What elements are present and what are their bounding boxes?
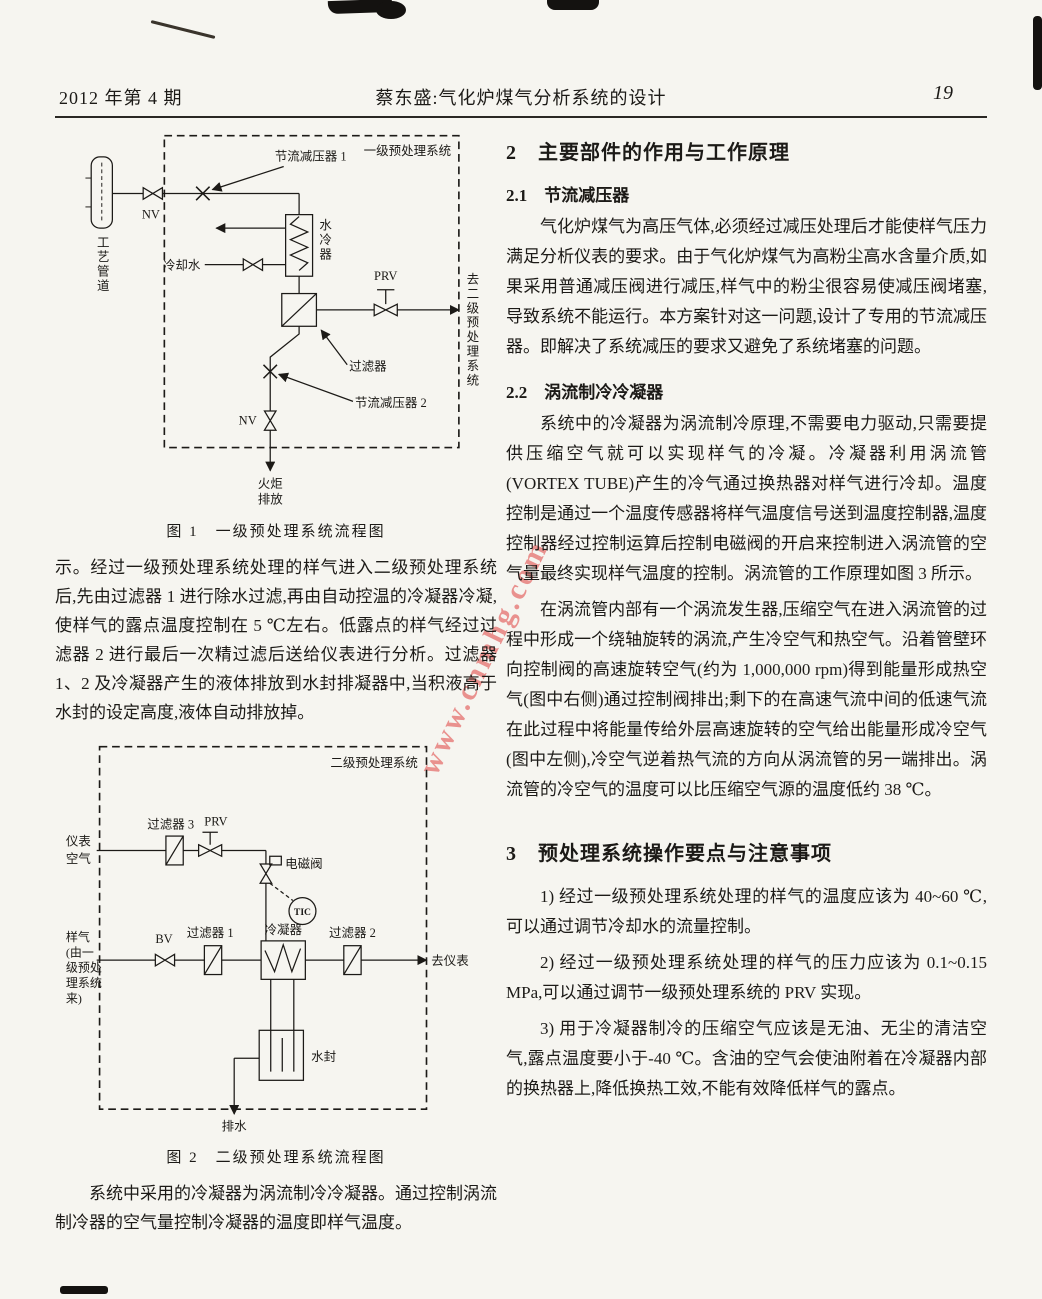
figure2-diagram: 二级预处理系统 仪表 空气 过滤器 3 PRV — [65, 745, 469, 1133]
condenser-label: 冷凝器 — [264, 922, 302, 937]
throttle-reducer-2-icon — [262, 364, 278, 379]
filter3-label: 过滤器 3 — [147, 817, 194, 831]
figure2-caption: 图 2 二级预处理系统流程图 — [166, 1150, 386, 1166]
journal-issue: 2012 年第 4 期 — [59, 88, 183, 108]
sample-gas-label-line3: 级预处 — [65, 961, 101, 975]
left-column: 一级预处理系统 工艺管道 NV — [55, 128, 497, 1237]
filter3-icon — [164, 835, 184, 866]
bv-label: BV — [155, 932, 172, 946]
water-seal-icon — [258, 1029, 304, 1081]
prv2-valve-icon — [197, 831, 222, 858]
sample-gas-label-line4: 理系统 — [65, 976, 101, 990]
solenoid-label: 电磁阀 — [285, 856, 323, 871]
sample-gas-label-line1: 样气 — [65, 929, 89, 944]
solenoid-valve-icon — [258, 855, 282, 884]
section-3-item-2: 2) 经过一级预处理系统处理的样气的压力应该为 0.1~0.15 MPa,可以通… — [506, 953, 987, 1002]
fig1-dashed-boundary — [163, 134, 460, 449]
figure2: 二级预处理系统 仪表 空气 过滤器 3 PRV — [55, 737, 497, 1167]
throttle2-pointer — [277, 372, 354, 402]
tic-label: TIC — [293, 907, 310, 918]
fig2-dashed-boundary — [98, 745, 427, 1110]
scan-artifact — [547, 0, 599, 10]
section-2-2-heading: 2.2 涡流制冷冷凝器 — [506, 383, 664, 402]
fig1-system-label: 一级预处理系统 — [364, 144, 452, 158]
filter2-icon — [342, 945, 362, 976]
scan-artifact — [376, 1, 406, 19]
figure1: 一级预处理系统 工艺管道 NV — [55, 128, 497, 541]
section-3-item-3: 3) 用于冷凝器制冷的压缩空气应该是无油、无尘的清洁空气,露点温度要小于-40 … — [506, 1019, 987, 1098]
instrument-air-line — [96, 849, 267, 941]
figure1-caption: 图 1 一级预处理系统流程图 — [166, 524, 386, 540]
nv2-label: NV — [239, 413, 257, 427]
nv-valve-1-icon — [142, 186, 164, 201]
filter2-label: 过滤器 2 — [329, 926, 376, 940]
filter1-label: 过滤器 1 — [186, 926, 233, 940]
scan-artifact — [1033, 16, 1042, 90]
filter-pointer — [320, 329, 348, 366]
filter1-icon — [203, 945, 222, 976]
nv-valve-2-icon — [263, 410, 278, 431]
water-cooler-icon — [284, 213, 314, 277]
throttle2-label: 节流减压器 2 — [355, 396, 427, 410]
water-cooler-label: 水冷器 — [317, 218, 331, 261]
fig2-system-label: 二级预处理系统 — [330, 756, 418, 770]
cooling-water-label: 冷却水 — [163, 258, 201, 272]
scan-artifact — [150, 20, 216, 39]
tic-instrument-icon — [287, 896, 317, 926]
process-pipe-label: 工艺管道 — [95, 236, 109, 294]
filter-icon — [281, 292, 318, 327]
flare-label-line1: 火炬 — [258, 477, 283, 491]
instrument-air-label-line2: 空气 — [65, 851, 91, 866]
section-3-heading: 3 预处理系统操作要点与注意事项 — [506, 843, 832, 865]
section-2-1-heading: 2.1 节流减压器 — [506, 186, 630, 205]
section-2-2-paragraph-1: 系统中的冷凝器为涡流制冷原理,不需要电力驱动,只需要提供压缩空气就可以实现样气的… — [506, 414, 987, 583]
condensate-lines — [269, 979, 294, 1031]
to-instrument-label: 去仪表 — [431, 954, 469, 968]
paragraph-continuation: 示。经过一级预处理系统处理的样气进入二级预处理系统后,先由过滤器 1 进行除水过… — [55, 558, 497, 722]
figure1-diagram: 一级预处理系统 工艺管道 NV — [85, 134, 479, 506]
page-header: 2012 年第 4 期 蔡东盛:气化炉煤气分析系统的设计 19 — [55, 82, 987, 110]
section-2-2-paragraph-2: 在涡流管内部有一个涡流发生器,压缩空气在进入涡流管的过程中形成一个绕轴旋转的涡流… — [506, 600, 987, 799]
condenser-icon — [259, 940, 306, 980]
section-2-heading: 2 主要部件的作用与工作原理 — [506, 142, 790, 164]
prv-label: PRV — [374, 269, 397, 283]
cooling-water-valve-icon — [242, 257, 264, 272]
section-2-1-paragraph: 气化炉煤气为高压气体,必须经过减压处理后才能使样气压力满足分析仪表的要求。由于气… — [506, 217, 987, 356]
process-pipe-icon — [85, 156, 114, 229]
nv1-label: NV — [142, 207, 160, 221]
throttle1-pointer — [211, 165, 284, 192]
header-rule — [55, 116, 987, 118]
flare-branch-line — [269, 326, 300, 411]
prv-valve-icon — [373, 289, 398, 317]
sample-gas-label-line2: (由一 — [65, 945, 93, 959]
right-column: 2 主要部件的作用与工作原理 2.1 节流减压器 气化炉煤气为高压气体,必须经过… — [506, 136, 987, 1104]
flare-label-line2: 排放 — [258, 491, 284, 506]
section-3-item-1: 1) 经过一级预处理系统处理的样气的温度应该为 40~60 ℃,可以通过调节冷却… — [506, 887, 987, 936]
running-title: 蔡东盛:气化炉煤气分析系统的设计 — [375, 88, 667, 108]
paragraph-condenser-note: 系统中采用的冷凝器为涡流制冷冷凝器。通过控制涡流制冷器的空气量控制冷凝器的温度即… — [55, 1184, 497, 1232]
filter-label: 过滤器 — [349, 360, 387, 374]
bv-valve-icon — [154, 953, 175, 967]
throttle1-label: 节流减压器 1 — [275, 150, 347, 164]
drain-label: 排水 — [221, 1119, 247, 1133]
scan-artifact — [60, 1286, 108, 1294]
throttle-reducer-1-icon — [195, 186, 211, 201]
page-number: 19 — [933, 82, 953, 104]
instrument-air-label-line1: 仪表 — [65, 835, 91, 849]
prv2-label: PRV — [204, 815, 227, 829]
tic-signal-line — [268, 882, 293, 901]
water-seal-label: 水封 — [311, 1050, 336, 1064]
sample-gas-label-line5: 来) — [65, 991, 81, 1005]
to-secondary-label: 去二级预处理系统 — [464, 272, 478, 387]
